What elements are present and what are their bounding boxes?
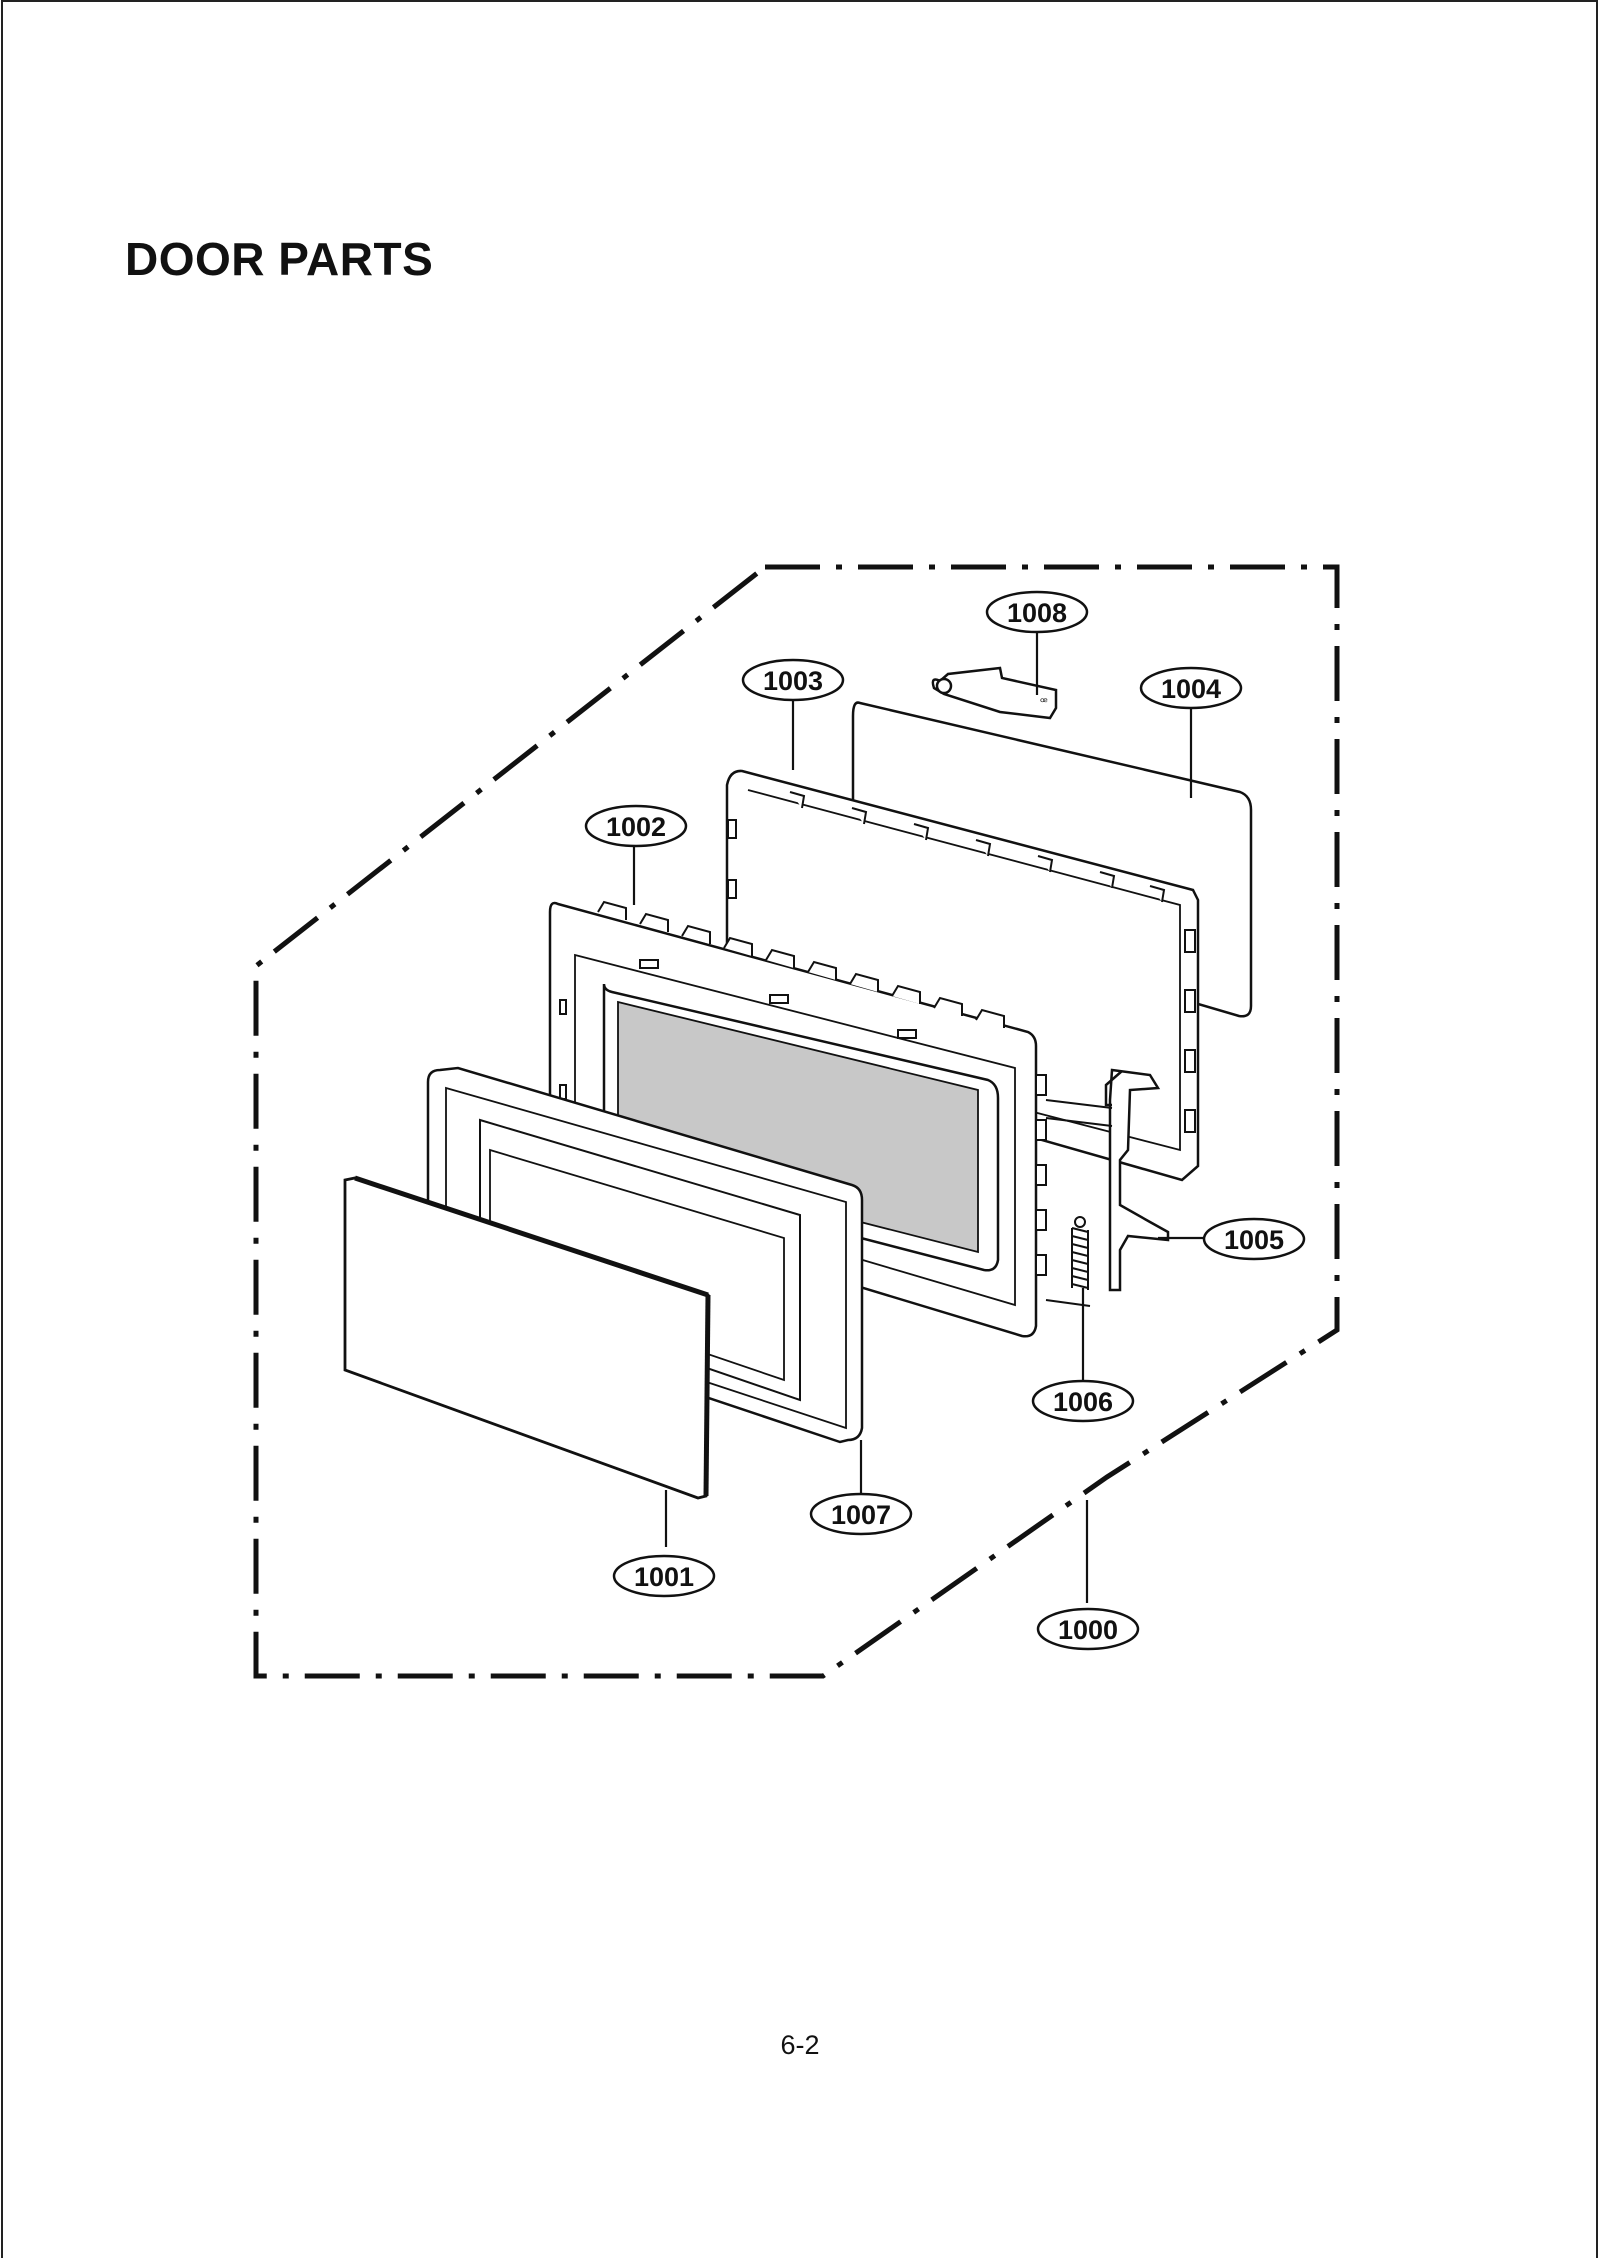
callout-1005: 1005 bbox=[1202, 1217, 1306, 1261]
callout-1008-label: 1008 bbox=[1007, 598, 1067, 628]
callout-1002: 1002 bbox=[584, 804, 688, 848]
callout-1006: 1006 bbox=[1031, 1379, 1135, 1423]
leader-lines bbox=[632, 630, 1205, 1603]
page-number: 6-2 bbox=[780, 2030, 820, 2060]
callout-1007-label: 1007 bbox=[831, 1500, 891, 1530]
callout-1004: 1004 bbox=[1139, 666, 1243, 710]
part-1006-spring bbox=[1071, 1216, 1089, 1290]
callout-1003-label: 1003 bbox=[763, 666, 823, 696]
callout-1007: 1007 bbox=[809, 1492, 913, 1536]
part-1001-front-panel bbox=[343, 1175, 711, 1500]
page-title: DOOR PARTS bbox=[125, 233, 434, 285]
callout-1000-label: 1000 bbox=[1058, 1615, 1118, 1645]
assembly-boundary-outline bbox=[253, 564, 1340, 1679]
callout-1004-label: 1004 bbox=[1161, 674, 1221, 704]
callout-1003: 1003 bbox=[741, 658, 845, 702]
callout-1006-label: 1006 bbox=[1053, 1387, 1113, 1417]
part-1005-latch-hook bbox=[1104, 1068, 1170, 1292]
callout-1001-label: 1001 bbox=[634, 1562, 694, 1592]
callout-1000: 1000 bbox=[1036, 1607, 1140, 1651]
callout-1002-label: 1002 bbox=[606, 812, 666, 842]
callout-1005-label: 1005 bbox=[1224, 1225, 1284, 1255]
svg-text:ꟹ: ꟹ bbox=[1040, 695, 1048, 709]
part-1008-bracket: ꟹ bbox=[931, 666, 1058, 720]
callout-1001: 1001 bbox=[612, 1554, 716, 1598]
callout-1008: 1008 bbox=[985, 590, 1089, 634]
